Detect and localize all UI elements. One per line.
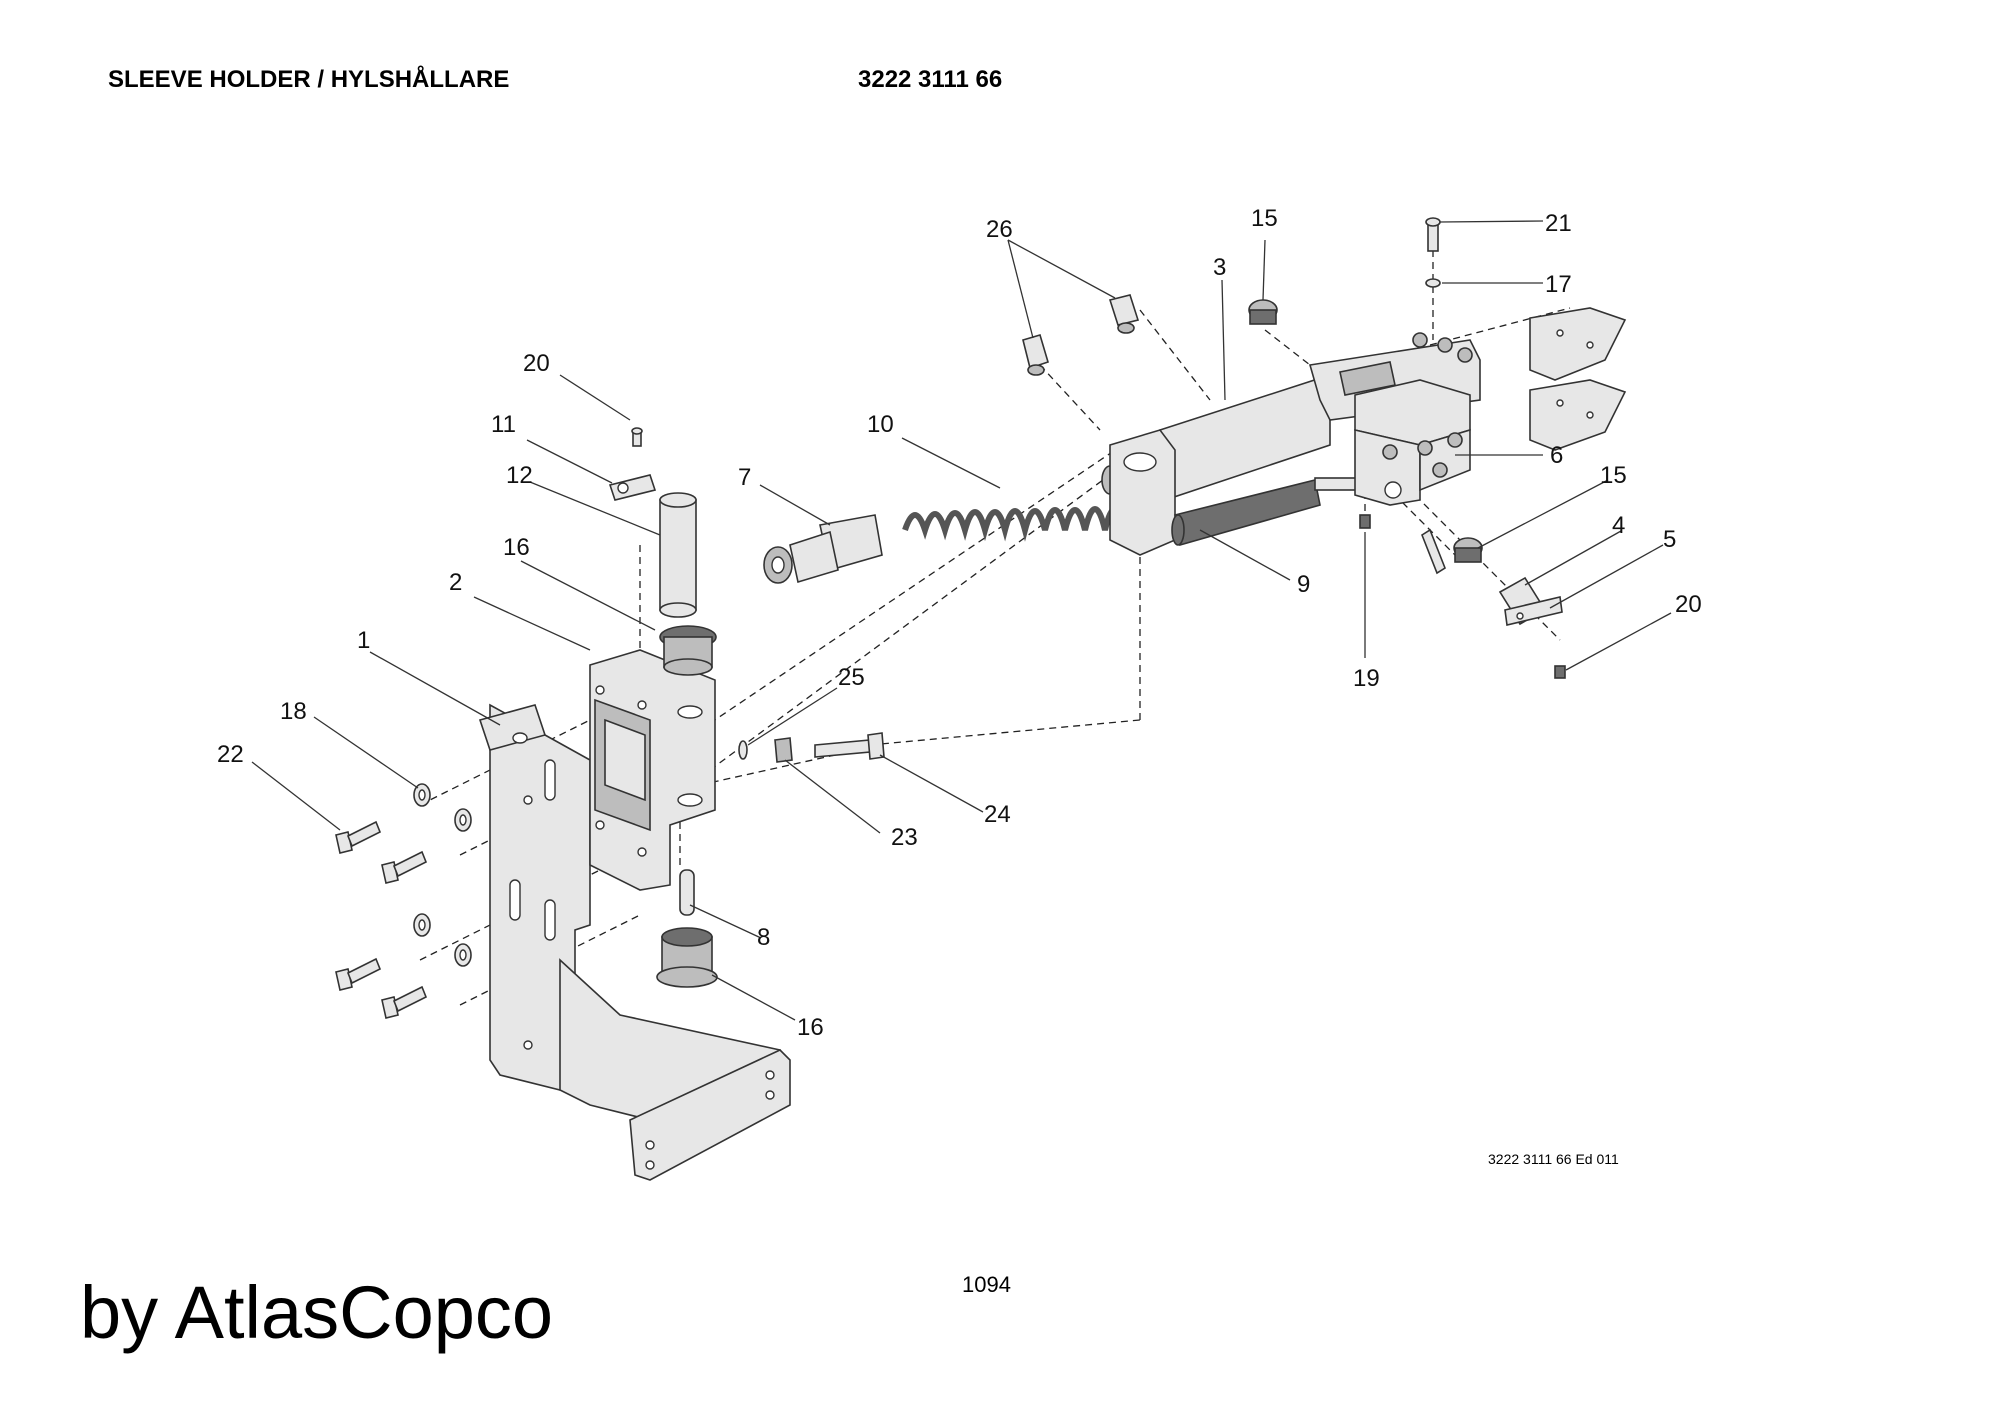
part-17-washer: [1425, 278, 1441, 288]
page-number: 1094: [962, 1272, 1011, 1297]
part-15-plug-upper: [1248, 299, 1278, 325]
callout-5: 5: [1663, 526, 1676, 553]
callout-25: 25: [838, 664, 865, 691]
callout-6: 6: [1550, 442, 1563, 469]
callout-10: 10: [867, 411, 894, 438]
part-16-bushing-upper: [659, 625, 717, 676]
part-22-bolts: [335, 820, 428, 1019]
callout-22: 22: [217, 741, 244, 768]
part-7-end-cap: [763, 514, 883, 584]
brand-text: by AtlasCopco: [80, 1271, 554, 1354]
callout-2: 2: [449, 569, 462, 596]
part-18-washers: [413, 783, 472, 967]
callout-9: 9: [1297, 571, 1310, 598]
callout-20-lower: 20: [1675, 591, 1702, 618]
callout-12: 12: [506, 462, 533, 489]
callout-24: 24: [984, 801, 1011, 828]
callout-21: 21: [1545, 210, 1572, 237]
part-16-bushing-lower: [656, 927, 718, 988]
part-10-spring: [902, 465, 1148, 542]
part-1-mounting-plate: [478, 703, 791, 1181]
part-19-set-screw: [1359, 514, 1371, 529]
part-8-roll-pin: [679, 869, 695, 916]
callout-26: 26: [986, 216, 1013, 243]
callout-1: 1: [357, 627, 370, 654]
document-reference: 3222 3111 66 Ed 011: [1488, 1151, 1619, 1167]
part-26-grease-nipples: [1022, 294, 1140, 376]
part-24-bolt: [814, 732, 885, 760]
part-6-clamp-block: [1354, 332, 1473, 506]
callout-23: 23: [891, 824, 918, 851]
callout-20-upper: 20: [523, 350, 550, 377]
part-9-cylinder: [1171, 477, 1361, 547]
part-5-lock-plate: [1504, 596, 1563, 626]
callout-16-lower: 16: [797, 1014, 824, 1041]
callout-15-lower: 15: [1600, 462, 1627, 489]
part-number: 3222 3111 66: [858, 66, 1003, 93]
callout-19: 19: [1353, 665, 1380, 692]
leader-lines: [251, 220, 1672, 1021]
callouts: 1 2 3 4 5 6 7 8 9 10 11 12 15 15 16 16 1…: [217, 205, 1702, 1041]
jaw-pads: [1529, 307, 1627, 451]
callout-4: 4: [1612, 512, 1625, 539]
part-11-clamp-plate: [608, 474, 657, 501]
part-12-pin: [659, 492, 697, 618]
part-15-plug-lower: [1453, 537, 1483, 563]
callout-15-upper: 15: [1251, 205, 1278, 232]
part-20-screw-upper: [631, 427, 643, 447]
part-21-bolt: [1425, 217, 1441, 252]
callout-11: 11: [491, 411, 516, 438]
callout-18: 18: [280, 698, 307, 725]
callout-17: 17: [1545, 271, 1572, 298]
part-2-bracket: [589, 649, 716, 891]
part-23-nut: [774, 737, 793, 763]
callout-3: 3: [1213, 254, 1226, 281]
callout-7: 7: [738, 464, 751, 491]
callout-16-upper: 16: [503, 534, 530, 561]
part-20-screw-lower: [1554, 665, 1566, 679]
part-25-washer: [738, 740, 748, 760]
callout-8: 8: [757, 924, 770, 951]
page-title: SLEEVE HOLDER / HYLSHÅLLARE: [108, 66, 510, 93]
